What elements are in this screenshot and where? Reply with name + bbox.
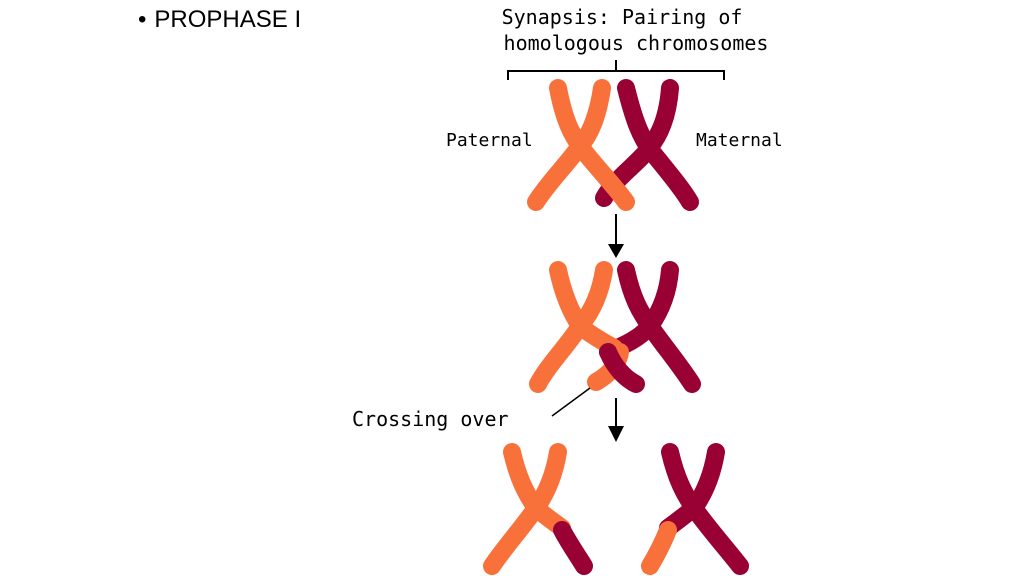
slide-bullet: • PROPHASE I xyxy=(138,6,301,34)
label-maternal: Maternal xyxy=(696,130,783,151)
label-paternal: Paternal xyxy=(446,130,533,151)
stage-crossing-over xyxy=(529,261,701,393)
paternal-chromosome xyxy=(527,79,635,211)
synapsis-bracket xyxy=(507,60,725,80)
bullet-dot: • xyxy=(138,6,147,33)
arrow-down-icon xyxy=(608,214,624,258)
arrow-down-icon xyxy=(608,398,624,442)
label-crossing-over: Crossing over xyxy=(352,407,509,431)
stage-recombinant xyxy=(483,443,749,575)
bullet-text: PROPHASE I xyxy=(154,6,302,33)
recombinant-maternal-chromosome xyxy=(641,443,749,575)
crossover-segment-maternal xyxy=(599,343,645,393)
recombinant-paternal-chromosome xyxy=(483,443,593,575)
crossing-over-pointer xyxy=(551,387,591,417)
diagram-title-line2: homologous chromosomes xyxy=(504,31,769,55)
diagram-title-line1: Synapsis: Pairing of xyxy=(502,5,743,29)
stage-synapsis xyxy=(527,79,699,211)
